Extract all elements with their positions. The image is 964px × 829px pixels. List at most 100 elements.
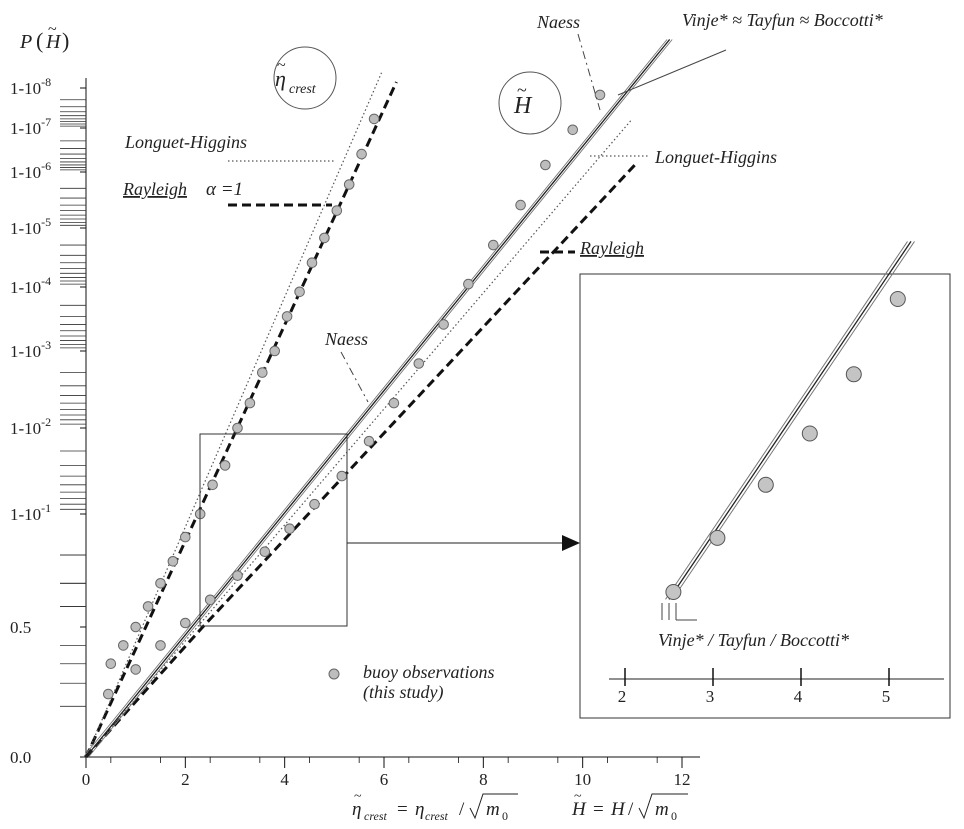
- x-axis-label-crest: η ~ crest = η crest / m 0: [352, 789, 518, 823]
- buoy-point-height: [594, 89, 606, 101]
- annotation-alpha: α =1: [206, 179, 243, 200]
- leader-naess-top: [577, 33, 601, 111]
- svg-text:crest: crest: [364, 809, 388, 823]
- svg-text:): ): [62, 28, 69, 53]
- buoy-point-height: [413, 358, 425, 369]
- buoy-point-crest: [306, 257, 318, 269]
- svg-text:~: ~: [277, 57, 286, 74]
- svg-text:/: /: [459, 799, 465, 820]
- x-tick-label: 8: [479, 770, 488, 789]
- buoy-point-crest: [269, 345, 281, 357]
- zoom-arrow-head: [562, 535, 580, 551]
- svg-text:~: ~: [48, 21, 57, 38]
- legend: buoy observations (this study): [328, 662, 494, 703]
- buoy-point-height: [259, 546, 271, 558]
- leader-naess-mid: [340, 351, 369, 403]
- svg-text:~: ~: [517, 80, 527, 100]
- buoy-point-crest: [368, 113, 380, 125]
- svg-text:η: η: [275, 66, 286, 91]
- annotations: Naess Vinje* ≈ Tayfun ≈ Boccotti* Longue…: [122, 10, 883, 403]
- x-tick-label: 0: [82, 770, 91, 789]
- y-tick-label: 1-10-5: [10, 215, 51, 238]
- annotation-lh-height: Longuet-Higgins: [654, 147, 777, 167]
- legend-marker: [328, 668, 340, 680]
- inset-label: Vinje* / Tayfun / Boccotti*: [658, 630, 849, 650]
- svg-text:H: H: [513, 93, 533, 119]
- x-tick-label: 10: [574, 770, 591, 789]
- inset-point: [665, 584, 682, 600]
- annotation-naess-top: Naess: [536, 12, 580, 32]
- buoy-point-crest: [155, 578, 166, 589]
- y-minor-ticks: [60, 99, 86, 707]
- svg-text:H: H: [45, 31, 62, 53]
- theory-curves: [83, 39, 673, 759]
- y-tick-label: 1-10-4: [10, 274, 51, 297]
- buoy-point-height: [438, 319, 449, 330]
- curve-vinje-height-2: [88, 39, 673, 758]
- buoy-point-crest: [244, 397, 256, 409]
- svg-text:0: 0: [671, 809, 677, 823]
- buoy-point-crest: [105, 658, 117, 670]
- buoy-point-height: [232, 570, 243, 581]
- buoy-point-height: [103, 688, 114, 700]
- buoy-point-height: [488, 239, 499, 251]
- x-tick-label: 6: [380, 770, 389, 789]
- svg-text:~: ~: [354, 789, 362, 804]
- zoom-region: [199, 433, 348, 627]
- y-tick-label: 1-10-1: [10, 501, 51, 524]
- svg-text:~: ~: [574, 789, 582, 804]
- inset-x-tick-label: 4: [794, 687, 803, 706]
- buoy-point-crest: [130, 621, 141, 633]
- legend-line-2: (this study): [363, 682, 444, 703]
- y-tick-label: 1-10-7: [10, 115, 51, 138]
- buoy-points: [103, 89, 606, 700]
- curve-longuethiggins-height: [85, 118, 633, 758]
- y-axis-label: P ( H ~ ): [19, 21, 69, 53]
- svg-text:crest: crest: [289, 82, 317, 97]
- legend-line-1: buoy observations: [363, 662, 494, 682]
- inset-point: [757, 476, 774, 493]
- x-tick-label: 4: [280, 770, 289, 789]
- x-tick-label: 2: [181, 770, 190, 789]
- x-axis-label-height: H ~ = H / m 0: [571, 789, 688, 823]
- inset-x-tick-label: 5: [882, 687, 891, 706]
- svg-text:η: η: [415, 799, 424, 820]
- svg-text:P: P: [19, 31, 32, 53]
- svg-text:η: η: [352, 799, 361, 820]
- buoy-point-crest: [319, 232, 330, 244]
- buoy-point-height: [567, 124, 579, 136]
- inset-point: [709, 529, 726, 546]
- svg-text:/: /: [628, 799, 634, 820]
- curve-vinje-height-0: [83, 39, 668, 758]
- y-tick-label: 1-10-2: [10, 415, 51, 438]
- buoy-point-crest: [219, 460, 231, 471]
- buoy-point-crest: [118, 640, 129, 651]
- height-panel-label: H ~: [498, 71, 562, 135]
- buoy-point-crest: [257, 367, 268, 378]
- svg-text:=: =: [397, 799, 408, 820]
- svg-text:crest: crest: [425, 809, 449, 823]
- buoy-point-height: [363, 435, 375, 447]
- buoy-point-height: [515, 199, 526, 211]
- buoy-point-crest: [142, 601, 154, 612]
- svg-text:=: =: [593, 799, 604, 820]
- buoy-point-height: [204, 594, 216, 606]
- curve-vinje-height-1: [85, 39, 671, 758]
- inset-x-tick-label: 3: [706, 687, 715, 706]
- buoy-point-crest: [331, 205, 343, 216]
- y-tick-label: 1-10-8: [10, 75, 51, 98]
- buoy-point-crest: [167, 556, 179, 567]
- inset-point: [889, 291, 906, 307]
- svg-text:m: m: [486, 799, 500, 820]
- buoy-point-height: [155, 640, 166, 651]
- buoy-point-crest: [281, 311, 293, 322]
- buoy-point-crest: [356, 148, 367, 160]
- crest-panel-label: η ~ crest: [273, 46, 337, 110]
- buoy-point-height: [180, 617, 191, 629]
- buoy-point-height: [336, 470, 348, 482]
- y-tick-label: 1-10-3: [10, 338, 51, 361]
- svg-text:0: 0: [502, 809, 508, 823]
- inset-frame: [579, 273, 951, 719]
